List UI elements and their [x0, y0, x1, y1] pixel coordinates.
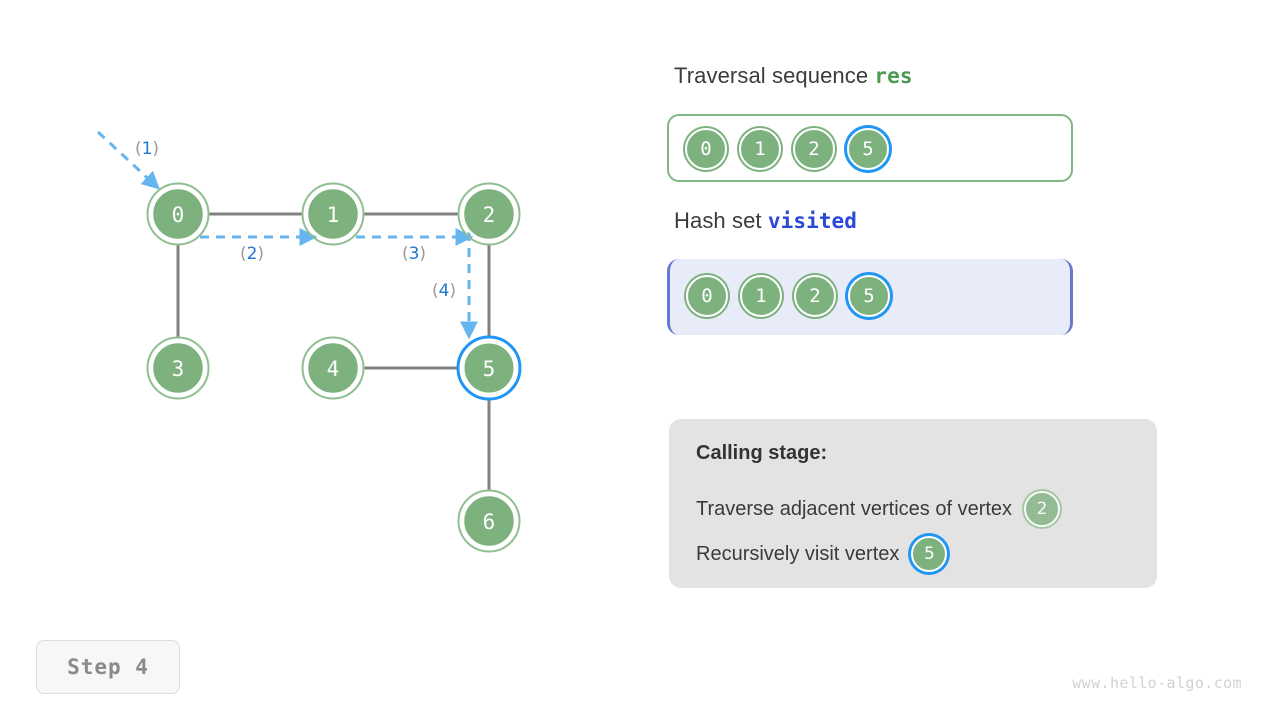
traversal-arrow-label-3-number: 3 — [409, 244, 420, 264]
calling-stage-line-2-text: Recursively visit vertex — [696, 542, 900, 565]
traversal-arrows — [96, 130, 478, 340]
res-section-title-code: res — [874, 64, 913, 88]
res-item-3[interactable]: 5 — [847, 128, 889, 170]
graph-vertex-0[interactable]: 0 — [146, 182, 210, 246]
graph-panel: (1) (2) (3) (4) 0 1 — [96, 130, 522, 553]
step-badge: Step 4 — [36, 640, 180, 694]
visited-item-1[interactable]: 1 — [740, 275, 782, 317]
graph-vertex-4[interactable]: 4 — [301, 336, 365, 400]
graph-vertex-0-label: 0 — [172, 203, 185, 227]
visited-box: 0 1 2 5 — [667, 259, 1073, 335]
res-item-1[interactable]: 1 — [739, 128, 781, 170]
visited-item-2[interactable]: 2 — [794, 275, 836, 317]
res-section-title: Traversal sequence res — [674, 63, 913, 89]
calling-stage-box: Calling stage: Traverse adjacent vertice… — [669, 419, 1157, 588]
traversal-arrow-label-4-number: 4 — [439, 281, 450, 301]
traversal-arrow-label-1: (1) — [135, 139, 159, 159]
graph-vertex-4-label: 4 — [327, 357, 340, 381]
visited-item-0[interactable]: 0 — [686, 275, 728, 317]
graph-vertex-2-label: 2 — [483, 203, 496, 227]
visited-section-title-prefix: Hash set — [674, 208, 762, 233]
graph-vertices: 0 1 2 3 4 — [146, 182, 522, 553]
graph-vertex-5-label: 5 — [483, 357, 496, 381]
res-section-title-prefix: Traversal sequence — [674, 63, 869, 88]
calling-stage-heading: Calling stage: — [696, 442, 828, 464]
graph-vertex-6[interactable]: 6 — [457, 489, 521, 553]
visited-item-3[interactable]: 5 — [848, 275, 890, 317]
traversal-arrow-label-1-number: 1 — [142, 139, 153, 159]
traversal-arrow-labels: (1) (2) (3) (4) — [135, 139, 456, 301]
graph-vertex-2[interactable]: 2 — [457, 182, 521, 246]
traversal-arrow-label-2: (2) — [240, 244, 264, 264]
traversal-arrow-label-4: (4) — [432, 281, 456, 301]
visited-section-title-code: visited — [767, 209, 858, 233]
res-box: 0 1 2 5 — [667, 114, 1073, 182]
graph-vertex-3-label: 3 — [172, 357, 185, 381]
graph-edges — [176, 212, 491, 491]
graph-vertex-3[interactable]: 3 — [146, 336, 210, 400]
calling-stage-line-1: Traverse adjacent vertices of vertex 2 — [696, 491, 1061, 527]
graph-vertex-6-label: 6 — [483, 510, 496, 534]
calling-stage-line-1-vertex: 2 — [1024, 491, 1061, 527]
res-item-0[interactable]: 0 — [685, 128, 727, 170]
right-panel: Traversal sequence res 0 1 2 5 Hash set … — [640, 0, 1280, 720]
graph-vertex-5[interactable]: 5 — [456, 335, 522, 401]
graph-svg: (1) (2) (3) (4) 0 1 — [96, 130, 522, 553]
calling-stage-line-1-text: Traverse adjacent vertices of vertex — [696, 497, 1013, 520]
graph-vertex-1-label: 1 — [327, 203, 340, 227]
graph-vertex-1[interactable]: 1 — [301, 182, 365, 246]
calling-stage-line-2: Recursively visit vertex 5 — [696, 536, 948, 572]
res-item-2[interactable]: 2 — [793, 128, 835, 170]
traversal-arrow-label-2-number: 2 — [247, 244, 258, 264]
calling-stage-line-2-vertex: 5 — [911, 536, 948, 572]
traversal-arrow-1 — [96, 130, 160, 190]
watermark: www.hello-algo.com — [1072, 674, 1242, 692]
visited-section-title: Hash set visited — [674, 208, 857, 234]
traversal-arrow-label-3: (3) — [402, 244, 426, 264]
